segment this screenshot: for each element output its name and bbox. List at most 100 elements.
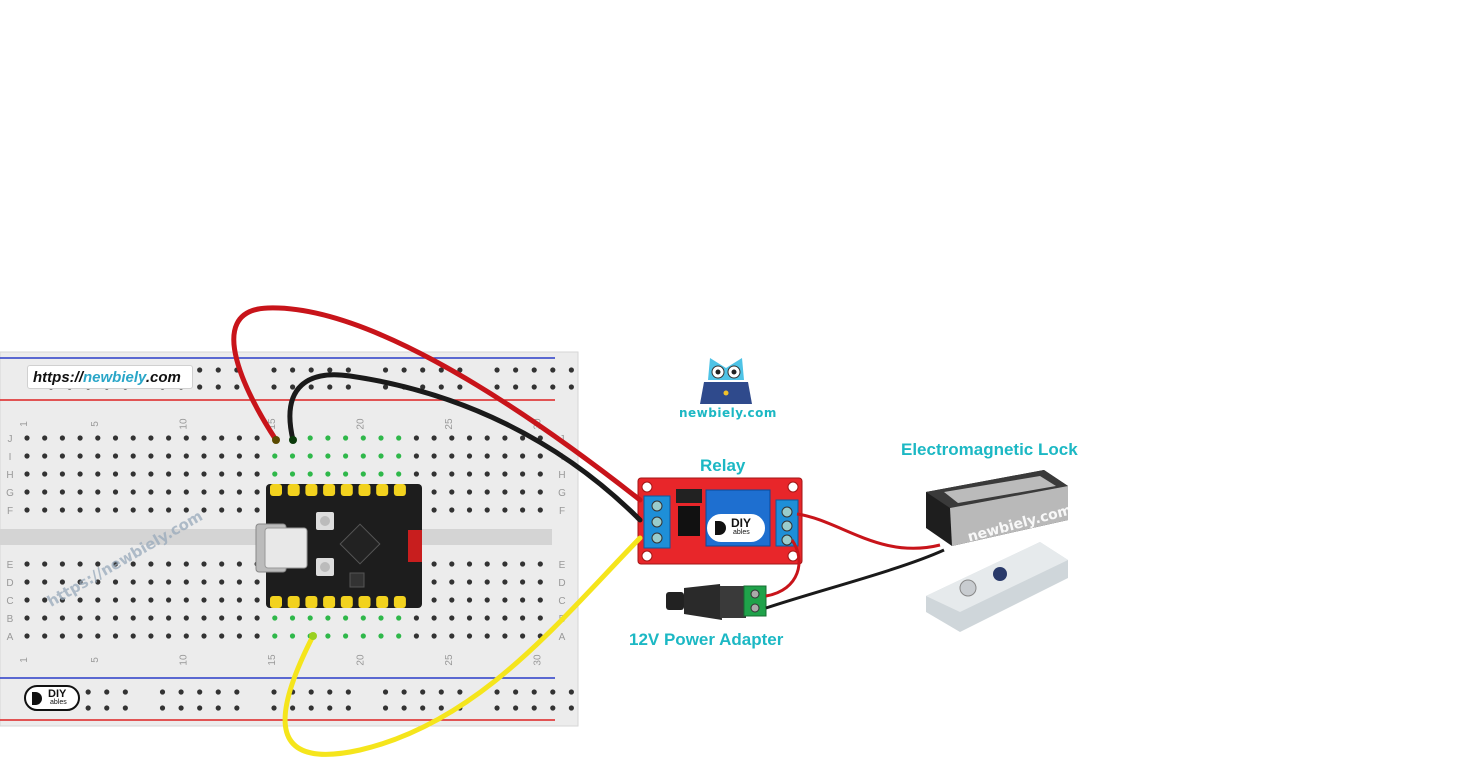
breadboard-hole — [183, 561, 189, 567]
column-number: 1 — [19, 421, 30, 427]
breadboard-hole — [236, 507, 242, 513]
column-number: 10 — [178, 418, 189, 430]
breadboard-hole — [531, 705, 537, 711]
lock-label: Electromagnetic Lock — [901, 440, 1078, 459]
breadboard-hole — [104, 689, 110, 695]
breadboard-hole — [215, 705, 221, 711]
breadboard-hole — [568, 689, 574, 695]
breadboard-hole — [438, 689, 444, 695]
breadboard-hole — [431, 633, 437, 639]
wire-end-yellow — [309, 632, 317, 640]
breadboard-hole — [24, 615, 30, 621]
breadboard-hole — [568, 384, 574, 390]
breadboard-hole — [484, 615, 490, 621]
breadboard-hole — [343, 471, 349, 477]
breadboard-hole — [537, 597, 543, 603]
breadboard-hole — [112, 453, 119, 459]
pin-header — [305, 484, 318, 496]
breadboard-hole — [289, 633, 296, 639]
breadboard-hole — [343, 435, 349, 441]
breadboard-hole — [550, 705, 556, 711]
breadboard-hole — [378, 435, 384, 441]
breadboard-hole — [130, 597, 136, 603]
breadboard-hole — [484, 435, 490, 441]
pin-header — [323, 596, 336, 608]
breadboard-hole — [494, 705, 500, 711]
breadboard-hole — [449, 471, 455, 477]
breadboard-hole — [466, 471, 473, 477]
breadboard-hole — [484, 579, 490, 585]
breadboard-hole — [466, 507, 473, 513]
breadboard-hole — [520, 435, 526, 441]
breadboard-hole — [396, 453, 402, 459]
breadboard-hole — [77, 579, 83, 585]
breadboard-hole — [236, 435, 242, 441]
breadboard-hole — [520, 615, 526, 621]
row-letter: C — [558, 596, 565, 607]
breadboard-hole — [130, 489, 136, 495]
breadboard-hole — [520, 561, 526, 567]
breadboard-hole — [59, 489, 65, 495]
breadboard-hole — [95, 453, 101, 459]
breadboard-hole — [420, 689, 426, 695]
url-prefix: https:// — [33, 369, 83, 386]
breadboard-hole — [148, 489, 154, 495]
breadboard-hole — [219, 435, 225, 441]
breadboard-hole — [457, 689, 463, 695]
pin-header — [393, 596, 406, 608]
breadboard-hole — [382, 705, 389, 711]
breadboard-hole — [148, 435, 154, 441]
breadboard-hole — [219, 633, 225, 639]
breadboard-hole — [95, 579, 101, 585]
breadboard-hole — [148, 561, 154, 567]
breadboard-hole — [112, 435, 119, 441]
row-letter: E — [559, 560, 566, 571]
breadboard-hole — [234, 705, 240, 711]
breadboard-hole — [325, 471, 331, 477]
breadboard-hole — [24, 579, 30, 585]
breadboard-hole — [77, 561, 83, 567]
breadboard-hole — [537, 471, 543, 477]
breadboard-hole — [254, 435, 260, 441]
breadboard-hole — [382, 384, 389, 390]
breadboard-hole — [327, 384, 333, 390]
breadboard-hole — [219, 471, 225, 477]
breadboard-hole — [502, 597, 508, 603]
pin-header — [287, 596, 300, 608]
breadboard-hole — [307, 615, 313, 621]
breadboard-hole — [112, 579, 119, 585]
relay-logo-mark-icon — [715, 521, 726, 535]
breadboard-hole — [59, 597, 65, 603]
row-letter: J — [8, 434, 13, 445]
pin-header — [323, 484, 336, 496]
breadboard-hole — [466, 615, 473, 621]
breadboard-hole — [466, 597, 473, 603]
breadboard-hole — [201, 453, 207, 459]
red-wire — [231, 305, 643, 503]
breadboard-hole — [325, 435, 331, 441]
row-letter: C — [6, 596, 13, 607]
pin-header — [270, 484, 282, 496]
breadboard-hole — [290, 384, 296, 390]
breadboard-hole — [236, 597, 242, 603]
breadboard-hole — [183, 633, 189, 639]
breadboard-hole — [360, 615, 366, 621]
row-letter: H — [6, 470, 13, 481]
breadboard-hole — [449, 579, 455, 585]
breadboard-hole — [112, 615, 119, 621]
breadboard-hole — [95, 435, 101, 441]
row-letter: D — [558, 578, 565, 589]
breadboard-hole — [234, 689, 240, 695]
breadboard-hole — [197, 367, 203, 373]
breadboard-hole — [520, 633, 526, 639]
breadboard-hole — [112, 597, 119, 603]
breadboard-hole — [378, 471, 384, 477]
breadboard-hole — [431, 507, 437, 513]
relay-logo-text-1: DIY — [731, 516, 752, 530]
breadboard-hole — [502, 507, 508, 513]
breadboard-hole — [308, 367, 314, 373]
breadboard-hole — [431, 453, 437, 459]
breadboard-hole — [537, 579, 543, 585]
breadboard-hole — [449, 633, 455, 639]
breadboard-hole — [289, 615, 296, 621]
